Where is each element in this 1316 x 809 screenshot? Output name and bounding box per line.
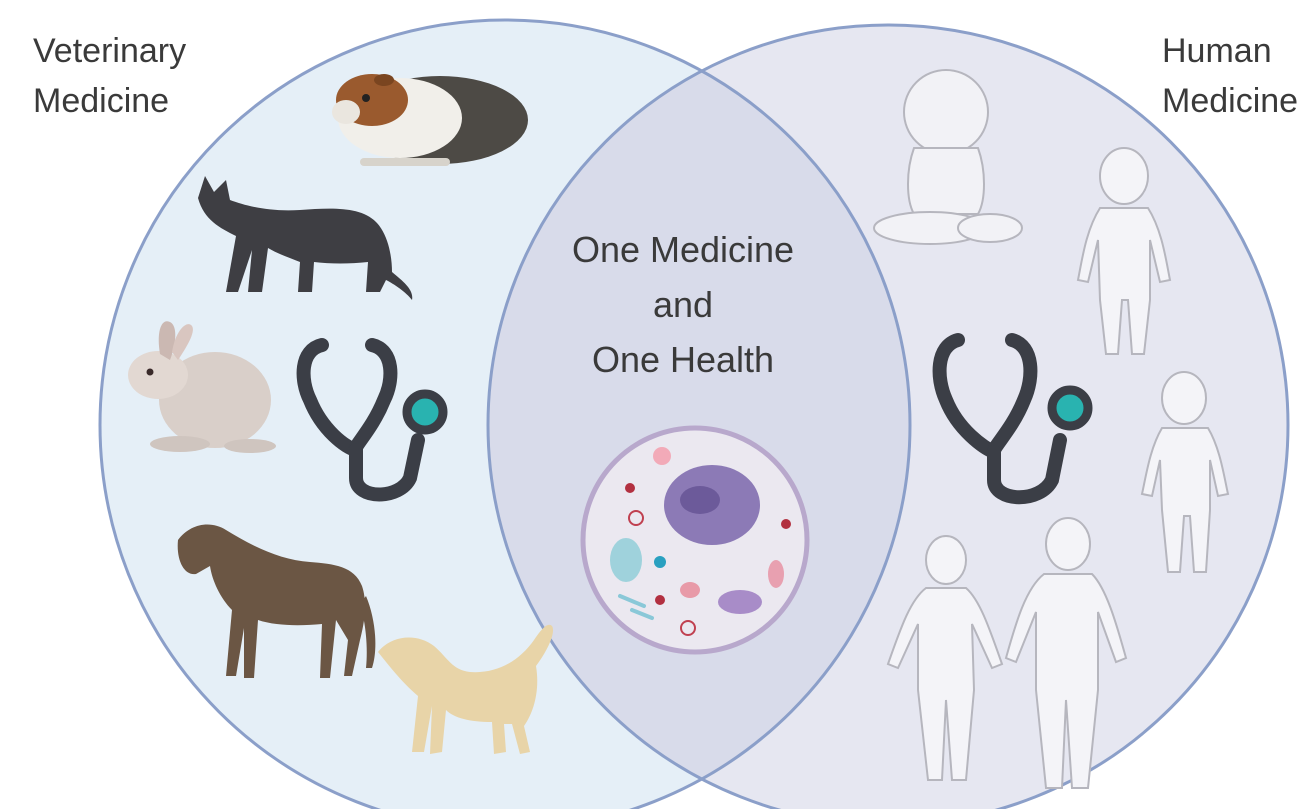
human-label-line2: Medicine (1162, 82, 1298, 120)
human-label-line1: Human (1162, 32, 1272, 70)
veterinary-label-line1: Veterinary (33, 32, 186, 70)
microbes-icon (583, 428, 807, 652)
center-label-line2: and (653, 284, 713, 325)
veterinary-label-line2: Medicine (33, 82, 169, 120)
center-label-line3: One Health (592, 339, 774, 380)
center-label-line1: One Medicine (572, 229, 794, 270)
